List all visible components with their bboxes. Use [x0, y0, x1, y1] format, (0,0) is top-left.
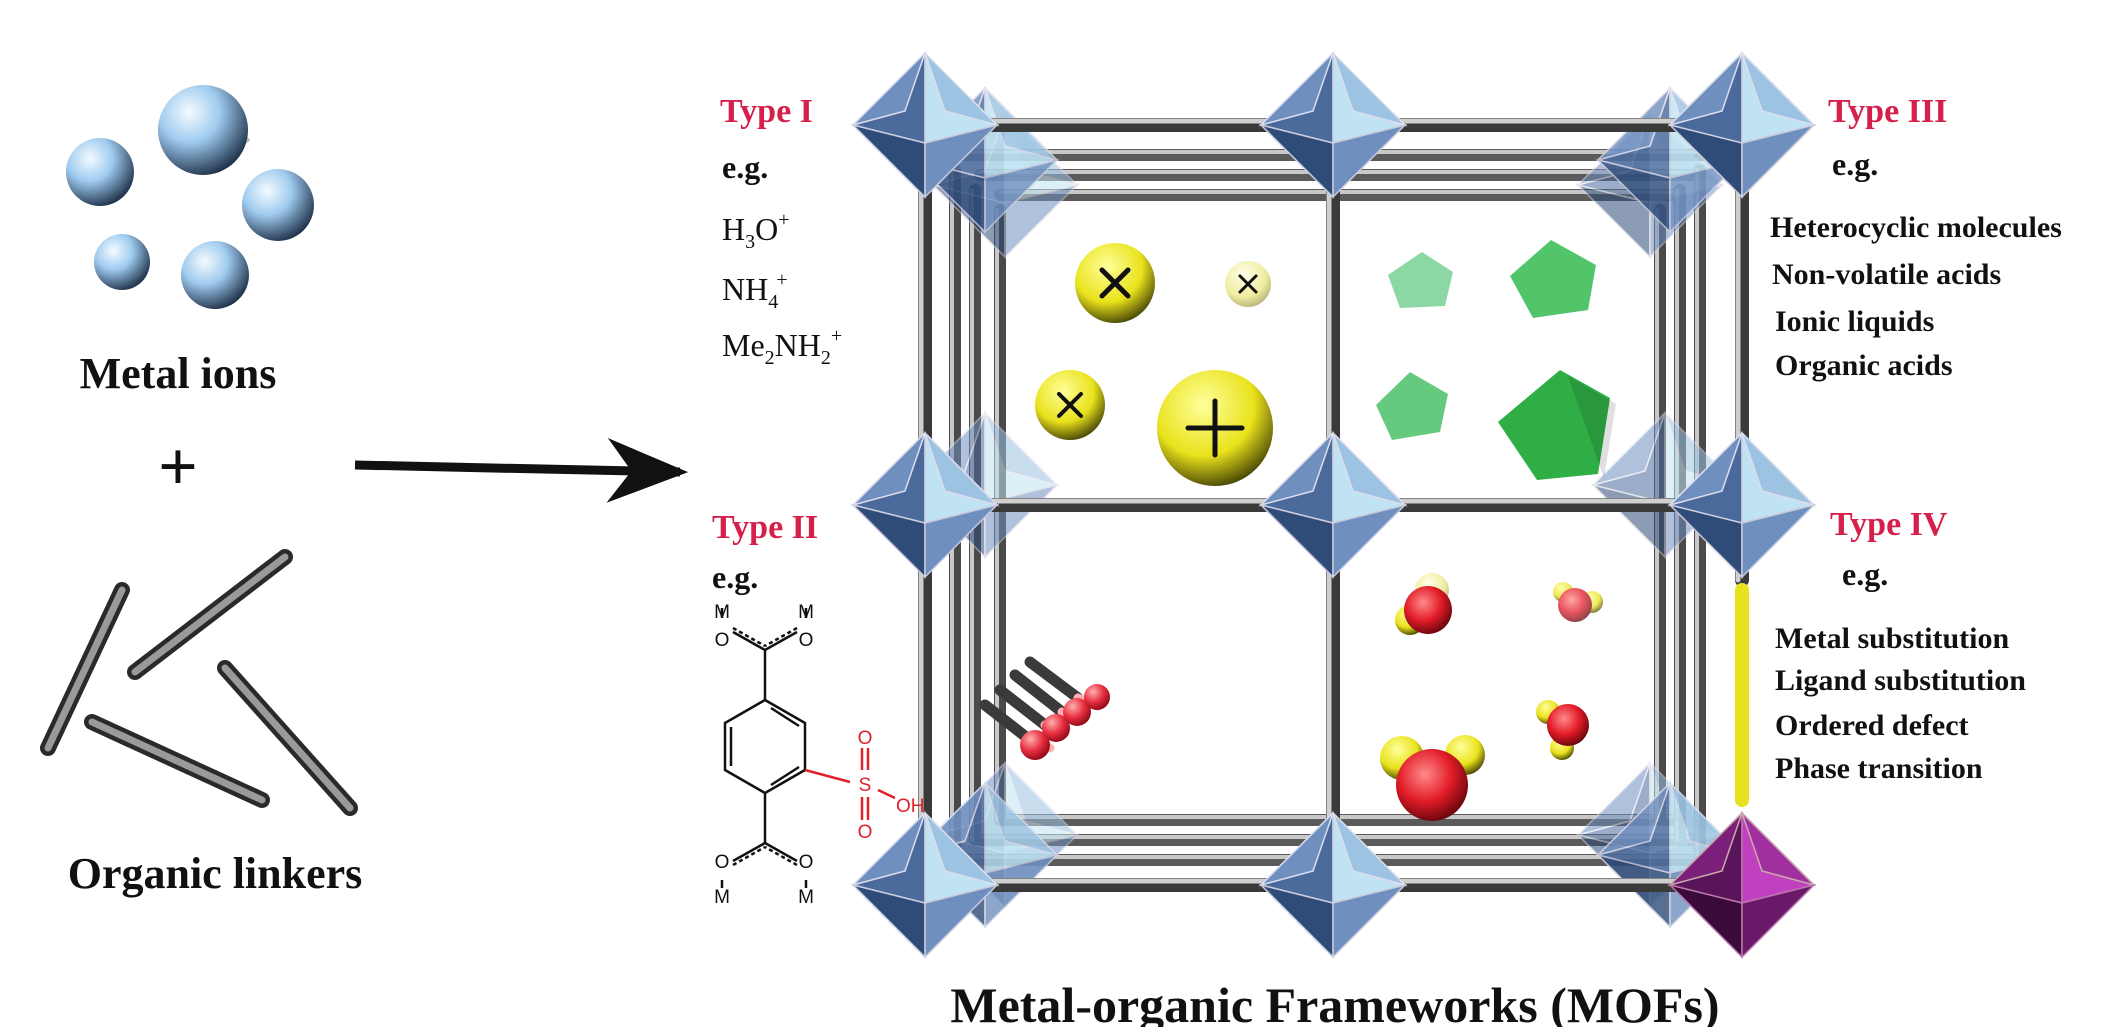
type1-cations	[1035, 243, 1273, 486]
metal-ion-sphere	[158, 85, 248, 175]
type1-item-nh4: NH4+	[722, 269, 788, 313]
plus-sign: +	[158, 429, 198, 506]
linker-oxygen-label: O	[715, 852, 730, 873]
sulfonated-linker-structure	[720, 608, 896, 888]
organic-linker-rods	[40, 549, 358, 816]
type1-item-me2nh2: Me2NH2+	[722, 325, 842, 369]
type4-item: Ordered defect	[1775, 709, 1969, 742]
arrow	[354, 438, 689, 503]
metal-ion-sphere	[181, 241, 249, 309]
linker-oxygen-label: O	[858, 728, 873, 749]
framework-title: Metal-organic Frameworks (MOFs)	[950, 977, 1719, 1027]
type4-item: Ligand substitution	[1775, 664, 2026, 697]
linker-metal-label: M	[798, 602, 814, 623]
node-octahedron	[1260, 432, 1406, 578]
type3-title: Type III	[1828, 93, 1947, 130]
linker-sulfur-label: S	[859, 775, 872, 796]
type3-item: Heterocyclic molecules	[1770, 211, 2062, 244]
linker-metal-label: M	[714, 887, 730, 908]
type1-item-h3o: H3O+	[722, 209, 790, 253]
type4-item: Metal substitution	[1775, 622, 2010, 655]
type2-functional-groups	[979, 656, 1110, 760]
metal-ion-sphere	[242, 169, 314, 241]
linker-hydroxyl-label: OH	[896, 796, 925, 817]
type4-eg: e.g.	[1842, 556, 1888, 592]
linker-oxygen-label: O	[799, 630, 814, 651]
linker-oxygen-label: O	[858, 822, 873, 843]
linker-oxygen-label: O	[799, 852, 814, 873]
type2-title: Type II	[712, 509, 818, 546]
type1-eg: e.g.	[722, 149, 768, 185]
type4-item: Phase transition	[1775, 752, 1983, 785]
type4-title: Type IV	[1830, 506, 1948, 543]
type3-item: Ionic liquids	[1775, 305, 1934, 338]
type4-water-molecules	[1380, 573, 1603, 821]
organic-linkers-label: Organic linkers	[68, 849, 363, 898]
metal-ion-spheres	[66, 85, 314, 309]
type3-pentagons	[1376, 240, 1616, 480]
metal-ion-sphere	[66, 138, 134, 206]
type2-eg: e.g.	[712, 559, 758, 595]
linker-metal-label: M	[798, 887, 814, 908]
linker-metal-label: M	[714, 602, 730, 623]
metal-ion-sphere	[94, 234, 150, 290]
type1-title: Type I	[720, 93, 813, 130]
type3-item: Non-volatile acids	[1772, 258, 2001, 291]
type3-eg: e.g.	[1832, 146, 1878, 182]
type3-item: Organic acids	[1775, 349, 1953, 382]
linker-oxygen-label: O	[715, 630, 730, 651]
framework	[852, 52, 1815, 958]
metal-ions-label: Metal ions	[80, 349, 277, 398]
